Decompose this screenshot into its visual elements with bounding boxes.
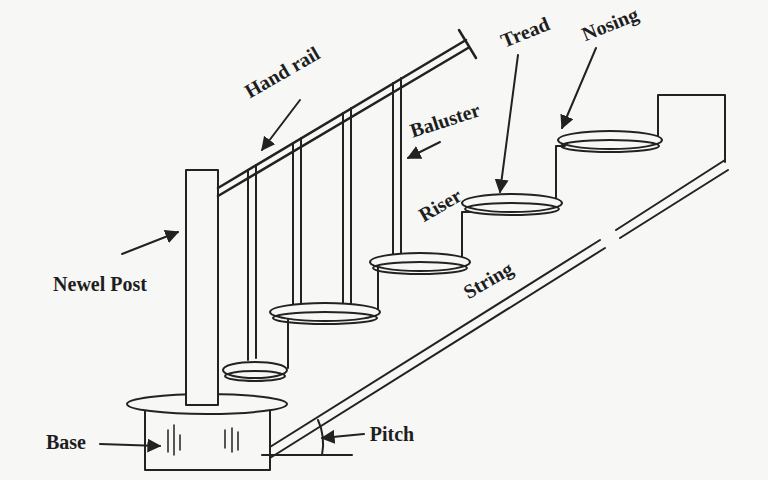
leader-arrow — [262, 100, 300, 150]
part-label: Nosing — [579, 4, 641, 45]
tread-edge — [273, 312, 377, 324]
part-label: Newel Post — [53, 274, 147, 294]
part-label: Riser — [415, 185, 464, 225]
tread-edge — [225, 371, 285, 381]
landing-outline — [658, 95, 725, 162]
baluster — [343, 108, 351, 305]
leader-arrow — [322, 434, 364, 438]
base-block — [145, 408, 270, 470]
baluster — [248, 165, 256, 360]
leader-arrow — [100, 444, 160, 446]
tread-edge — [465, 203, 559, 215]
newel-post — [186, 170, 218, 405]
part-label: Baluster — [408, 99, 483, 140]
hand-rail-end — [459, 30, 476, 58]
leader-arrow — [562, 48, 596, 128]
leader-arrow — [408, 142, 440, 158]
leader-arrow — [500, 55, 518, 192]
baluster — [293, 138, 301, 305]
tread-edge — [561, 140, 659, 152]
part-label: Hand rail — [241, 43, 323, 102]
string-line — [270, 170, 728, 458]
base-hatch — [168, 425, 238, 455]
leader-arrow — [122, 232, 178, 254]
baluster — [393, 78, 401, 255]
tread-edge — [373, 262, 467, 274]
part-label: Base — [46, 432, 86, 452]
part-label: Tread — [498, 13, 552, 50]
part-label: Pitch — [370, 424, 414, 444]
string-line — [262, 160, 725, 452]
ground-line — [262, 454, 352, 456]
